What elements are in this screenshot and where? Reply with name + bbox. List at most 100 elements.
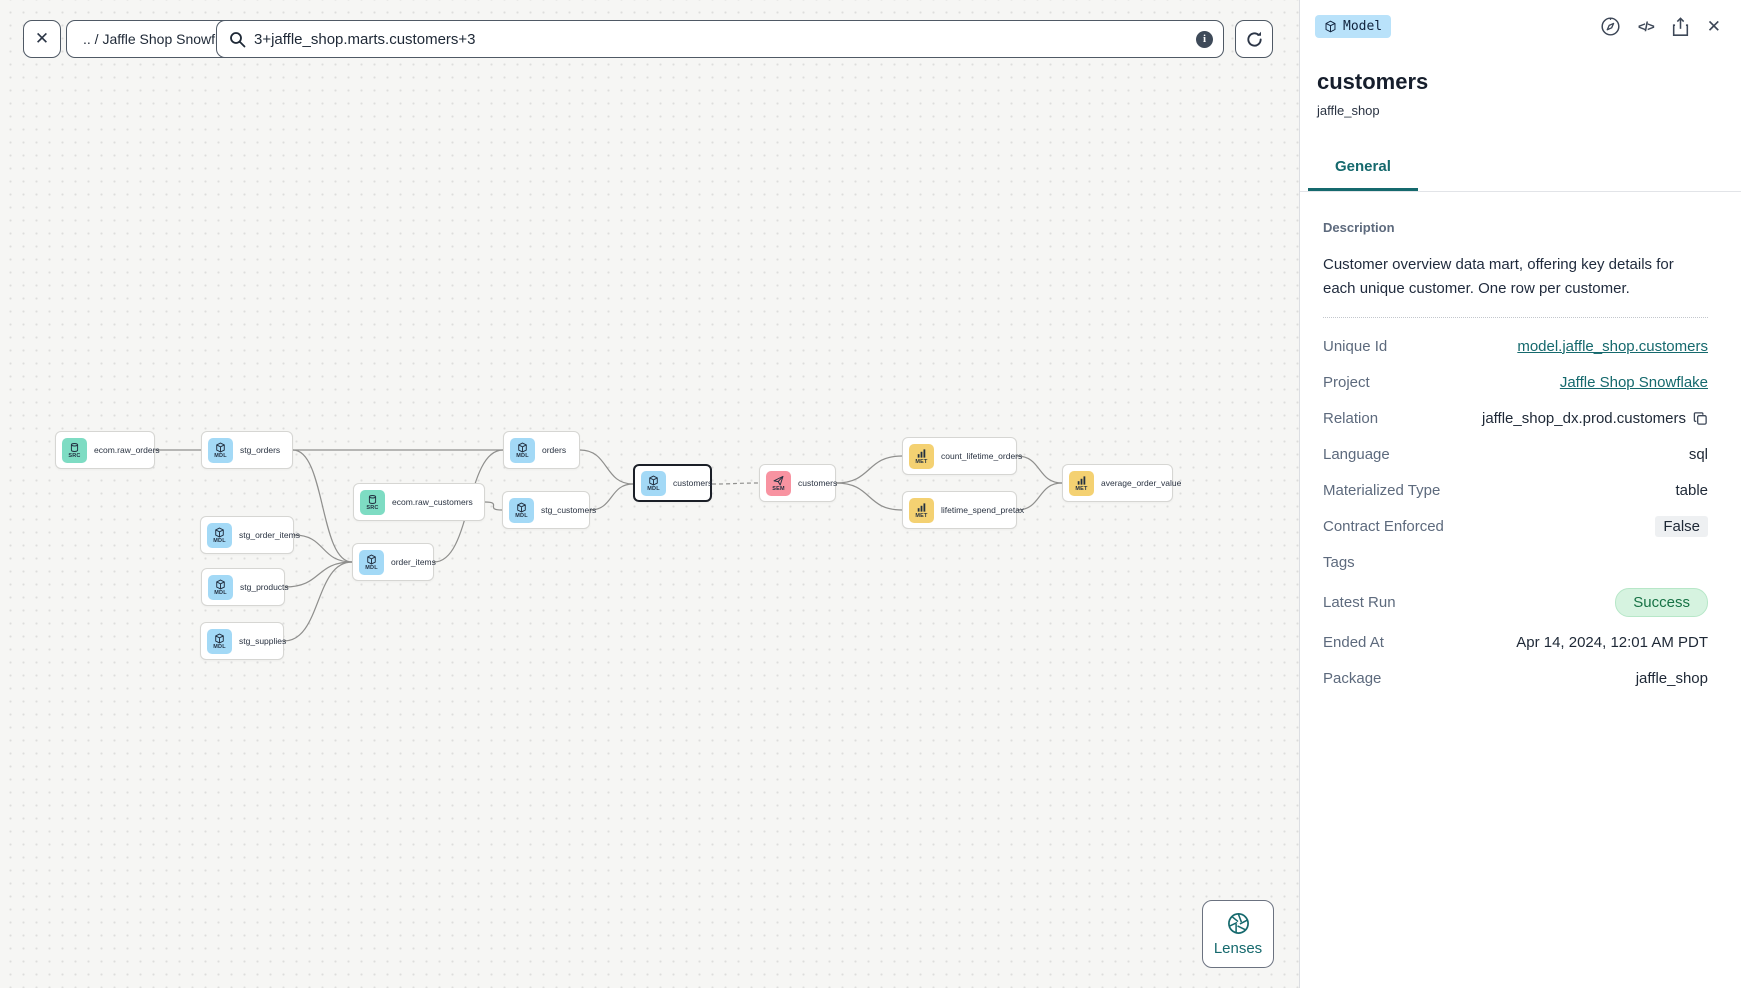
detail-value: Apr 14, 2024, 12:01 AM PDT (1516, 633, 1708, 651)
lineage-node-ecom-raw-customers[interactable]: SRC ecom.raw_customers (353, 483, 485, 521)
lineage-node-stg-order-items[interactable]: MDL stg_order_items (200, 516, 300, 554)
detail-label: Language (1323, 445, 1390, 463)
lineage-node-stg-supplies[interactable]: MDL stg_supplies (200, 622, 287, 660)
node-label: stg_orders (240, 445, 281, 455)
cube-icon: MDL (208, 437, 233, 463)
lineage-node-orders[interactable]: MDL orders (503, 431, 580, 469)
refresh-button[interactable] (1235, 20, 1273, 58)
detail-label: Latest Run (1323, 593, 1396, 611)
detail-row-latest-run: Latest Run Success (1323, 580, 1708, 624)
panel-tabs: General (1300, 158, 1741, 192)
page-title: customers (1317, 69, 1429, 94)
detail-row-tags: Tags (1323, 544, 1708, 580)
lineage-search[interactable]: i (216, 20, 1224, 58)
lineage-node-lifetime-spend-pretax[interactable]: MET lifetime_spend_pretax (902, 491, 1024, 529)
lenses-button[interactable]: Lenses (1202, 900, 1274, 968)
code-icon[interactable]: </> (1637, 19, 1655, 34)
cube-icon: MDL (207, 522, 232, 548)
node-label: average_order_value (1101, 478, 1182, 488)
edge (835, 455, 903, 484)
edge (835, 482, 903, 511)
lineage-node-customers[interactable]: SEM customers (759, 464, 838, 502)
edge (484, 501, 503, 511)
node-label: orders (542, 445, 567, 455)
copy-icon[interactable] (1693, 411, 1708, 426)
search-input[interactable] (254, 30, 1196, 48)
resource-type-badge: Model (1315, 15, 1392, 38)
edge (293, 534, 353, 563)
lineage-node-order-items[interactable]: MDL order_items (352, 543, 436, 581)
close-panel-icon[interactable]: ✕ (1706, 17, 1721, 36)
node-label: stg_order_items (239, 530, 300, 540)
detail-label: Tags (1323, 553, 1355, 571)
node-label: ecom.raw_orders (94, 445, 160, 455)
detail-label: Package (1323, 669, 1382, 687)
node-label: customers (798, 478, 838, 488)
detail-label: Ended At (1323, 633, 1384, 651)
cube-icon: MDL (509, 497, 534, 523)
lenses-icon (1227, 912, 1249, 934)
detail-value: sql (1688, 445, 1708, 463)
status-badge: Success (1615, 587, 1708, 617)
share-icon[interactable] (1671, 16, 1690, 37)
detail-label: Materialized Type (1323, 481, 1441, 499)
node-label: customers (673, 478, 713, 488)
resource-type-label: Model (1343, 19, 1383, 34)
detail-link[interactable]: model.jaffle_shop.customers (1517, 337, 1708, 355)
info-icon[interactable]: i (1196, 30, 1213, 48)
detail-label: Unique Id (1323, 337, 1388, 355)
node-label: order_items (391, 557, 436, 567)
bar-chart-icon: MET (1069, 470, 1094, 496)
package-subtitle: jaffle_shop (1317, 103, 1380, 118)
detail-value: False (1655, 515, 1708, 537)
edge (1016, 482, 1063, 511)
detail-link[interactable]: Jaffle Shop Snowflake (1559, 373, 1708, 391)
edge (283, 561, 353, 642)
cube-icon: MDL (359, 549, 384, 575)
detail-label: Project (1323, 373, 1370, 391)
plane-icon: SEM (766, 470, 791, 496)
detail-value: table (1675, 481, 1708, 499)
node-label: stg_products (240, 582, 289, 592)
detail-row-materialized-type: Materialized Type table (1323, 472, 1708, 508)
close-lineage-button[interactable]: ✕ (23, 20, 61, 58)
lineage-node-average-order-value[interactable]: MET average_order_value (1062, 464, 1181, 502)
lineage-node-stg-orders[interactable]: MDL stg_orders (201, 431, 293, 469)
edge (711, 482, 760, 485)
detail-row-project: Project Jaffle Shop Snowflake (1323, 364, 1708, 400)
close-icon: ✕ (34, 29, 50, 48)
edge (284, 561, 353, 588)
node-label: ecom.raw_customers (392, 497, 473, 507)
lineage-node-stg-products[interactable]: MDL stg_products (201, 568, 289, 606)
tab-general[interactable]: General (1308, 158, 1418, 191)
detail-label: Contract Enforced (1323, 517, 1444, 535)
edge (579, 449, 634, 485)
node-label: lifetime_spend_pretax (941, 505, 1025, 515)
lineage-node-ecom-raw-orders[interactable]: SRC ecom.raw_orders (55, 431, 160, 469)
bar-chart-icon: MET (909, 497, 934, 523)
refresh-icon (1246, 31, 1262, 47)
database-icon: SRC (62, 437, 87, 463)
lineage-edges (154, 449, 1063, 642)
cube-icon: MDL (510, 437, 535, 463)
node-label: stg_supplies (239, 636, 287, 646)
edge (589, 483, 634, 511)
detail-value: jaffle_shop_dx.prod.customers (1481, 409, 1686, 427)
database-icon: SRC (360, 489, 385, 515)
detail-row-language: Language sql (1323, 436, 1708, 472)
search-icon (229, 31, 246, 48)
lenses-label: Lenses (1213, 939, 1263, 957)
details-panel: Model </> ✕ customers jaffle_shop Genera… (1299, 0, 1741, 988)
cube-icon (1325, 20, 1336, 33)
cube-icon: MDL (207, 628, 232, 654)
description-label: Description (1323, 220, 1395, 235)
explore-compass-icon[interactable] (1600, 16, 1621, 37)
divider (1323, 317, 1708, 318)
cube-icon: MDL (208, 574, 233, 600)
